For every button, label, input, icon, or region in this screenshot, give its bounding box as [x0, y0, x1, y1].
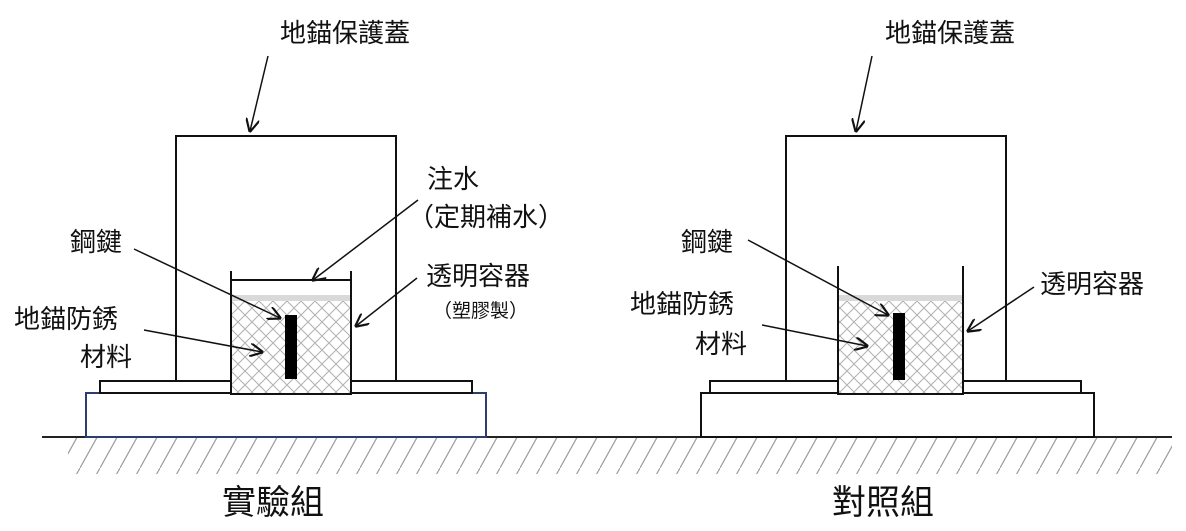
exp-water-label-line1: 注水	[427, 165, 479, 195]
ctl-steel-key	[893, 313, 905, 380]
ctl-steel-key-arrow	[747, 239, 888, 315]
exp-anticorrosion-label-line2: 材料	[80, 343, 132, 373]
exp-cover-label: 地錨保護蓋	[280, 19, 410, 49]
ctl-group-title: 對照組	[832, 483, 934, 523]
ground-hatching	[68, 438, 1172, 474]
ctl-protective-cover	[785, 135, 1007, 381]
exp-steel-key-label: 鋼鍵	[70, 228, 122, 258]
exp-anticorrosion-label-line1: 地錨防銹	[14, 305, 118, 335]
control-group: 地錨保護蓋 鋼鍵 透明容器 地錨防銹 材料 對照組	[630, 19, 1144, 523]
exp-container-label: 透明容器	[426, 262, 530, 292]
ctl-container-label: 透明容器	[1040, 270, 1144, 300]
exp-water-layer	[231, 295, 351, 301]
exp-transparent-container	[230, 271, 352, 395]
exp-group-title: 實驗組	[222, 483, 324, 523]
exp-water-label-line2: （定期補水）	[408, 203, 564, 233]
exp-steel-key-arrow	[133, 248, 280, 318]
exp-anticorrosion-arrow	[143, 329, 262, 352]
exp-water-arrow	[313, 199, 419, 280]
ctl-anticorrosion-label-line2: 材料	[695, 330, 747, 360]
ctl-material-top-layer	[838, 295, 963, 301]
exp-concrete-base	[85, 392, 487, 438]
ctl-anticorrosion-arrow	[761, 324, 867, 346]
exp-protective-cover	[175, 135, 397, 381]
ctl-concrete-base	[700, 392, 1095, 438]
exp-steel-key	[285, 315, 297, 379]
ctl-transparent-container	[837, 266, 964, 395]
exp-container-material: （塑膠製）	[433, 300, 528, 322]
exp-cover-arrow	[250, 55, 269, 131]
experimental-group: 地錨保護蓋 注水 （定期補水） 鋼鍵 透明容器 （塑膠製） 地錨防銹 材料 實驗…	[14, 19, 564, 523]
ctl-anticorrosion-label-line1: 地錨防銹	[630, 290, 734, 320]
ctl-steel-key-label: 鋼鍵	[681, 228, 733, 258]
exp-container-arrow	[356, 277, 418, 326]
ctl-cover-arrow	[856, 55, 873, 131]
ctl-container-arrow	[968, 286, 1035, 331]
ground	[42, 436, 1172, 474]
ctl-cover-label: 地錨保護蓋	[885, 19, 1015, 49]
